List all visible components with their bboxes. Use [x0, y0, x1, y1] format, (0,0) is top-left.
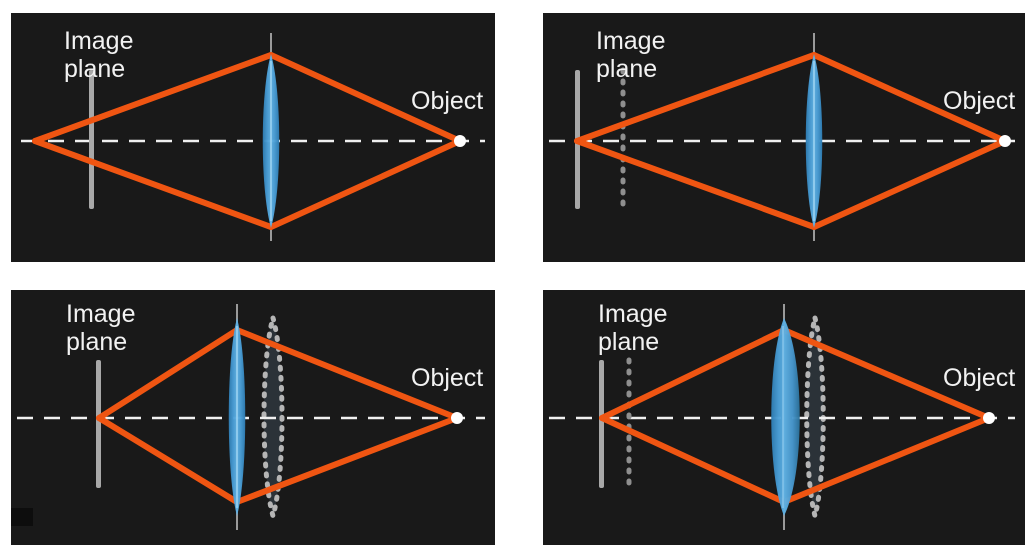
- object-point: [999, 135, 1011, 147]
- image-plane-label-line2: plane: [596, 55, 657, 83]
- image-plane-label-line2: plane: [598, 328, 659, 356]
- object-point: [454, 135, 466, 147]
- image-plane-label-line1: Image: [64, 27, 133, 55]
- object-label: Object: [411, 87, 483, 115]
- image-plane-line: [89, 70, 94, 209]
- panel-bottom-right: Image plane Object: [543, 290, 1025, 545]
- object-label: Object: [411, 364, 483, 392]
- object-point: [983, 412, 995, 424]
- ray-bundle: [574, 52, 1008, 230]
- image-plane-label-line2: plane: [64, 55, 125, 83]
- image-plane-label-line1: Image: [598, 300, 667, 328]
- panel-bottom-left: Image plane Object: [11, 290, 495, 545]
- ghost-lens-element: [804, 308, 826, 526]
- object-label: Object: [943, 87, 1015, 115]
- panel-top-right: Image plane Object: [543, 13, 1025, 262]
- image-plane-label-line1: Image: [66, 300, 135, 328]
- object-point: [451, 412, 463, 424]
- ray-bundle: [96, 327, 460, 505]
- lens-element: [771, 318, 800, 516]
- panel-background: [11, 290, 495, 545]
- image-plane-line: [96, 360, 101, 488]
- ray-bundle: [599, 327, 992, 505]
- ray-bundle: [32, 52, 463, 230]
- image-plane-label-line1: Image: [596, 27, 665, 55]
- object-label: Object: [943, 364, 1015, 392]
- corner-patch: [11, 508, 33, 526]
- image-plane-line: [599, 360, 604, 488]
- panel-top-left: Image plane Object: [11, 13, 495, 262]
- image-plane-label-line2: plane: [66, 328, 127, 356]
